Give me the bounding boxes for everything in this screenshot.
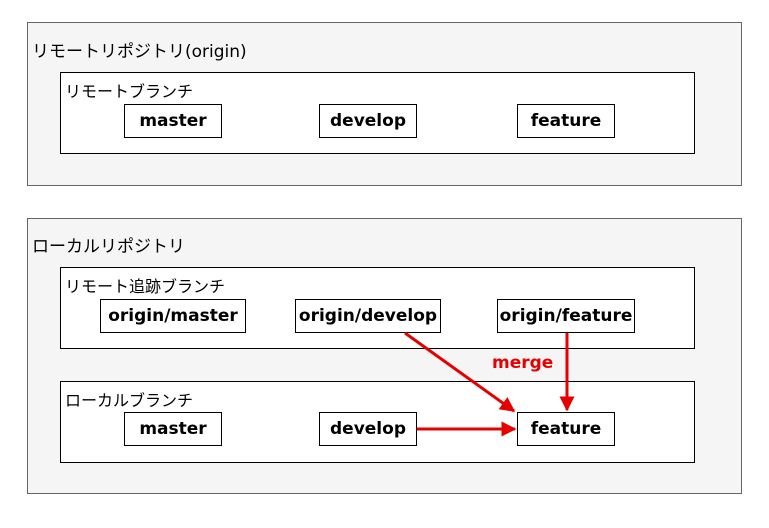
tracking-branches-title: リモート追跡ブランチ xyxy=(65,277,226,296)
tracking-branch-origin-develop[interactable]: origin/develop xyxy=(295,299,441,333)
remote-branch-develop[interactable]: develop xyxy=(319,104,417,138)
tracking-branch-origin-feature[interactable]: origin/feature xyxy=(497,299,635,333)
local-repository-title: ローカルリポジトリ xyxy=(32,237,185,257)
local-branches-title: ローカルブランチ xyxy=(65,391,194,410)
local-branch-develop[interactable]: develop xyxy=(319,412,417,446)
tracking-branch-origin-master[interactable]: origin/master xyxy=(100,299,246,333)
local-branch-master[interactable]: master xyxy=(124,412,222,446)
remote-branch-master[interactable]: master xyxy=(124,104,222,138)
merge-label: merge xyxy=(492,353,554,373)
remote-branches-title: リモートブランチ xyxy=(65,82,194,101)
local-repository: ローカルリポジトリ リモート追跡ブランチ ローカルブランチ xyxy=(27,218,742,494)
remote-repository-title: リモートリポジトリ(origin) xyxy=(32,42,247,62)
local-branch-feature[interactable]: feature xyxy=(517,412,615,446)
remote-branch-feature[interactable]: feature xyxy=(517,104,615,138)
